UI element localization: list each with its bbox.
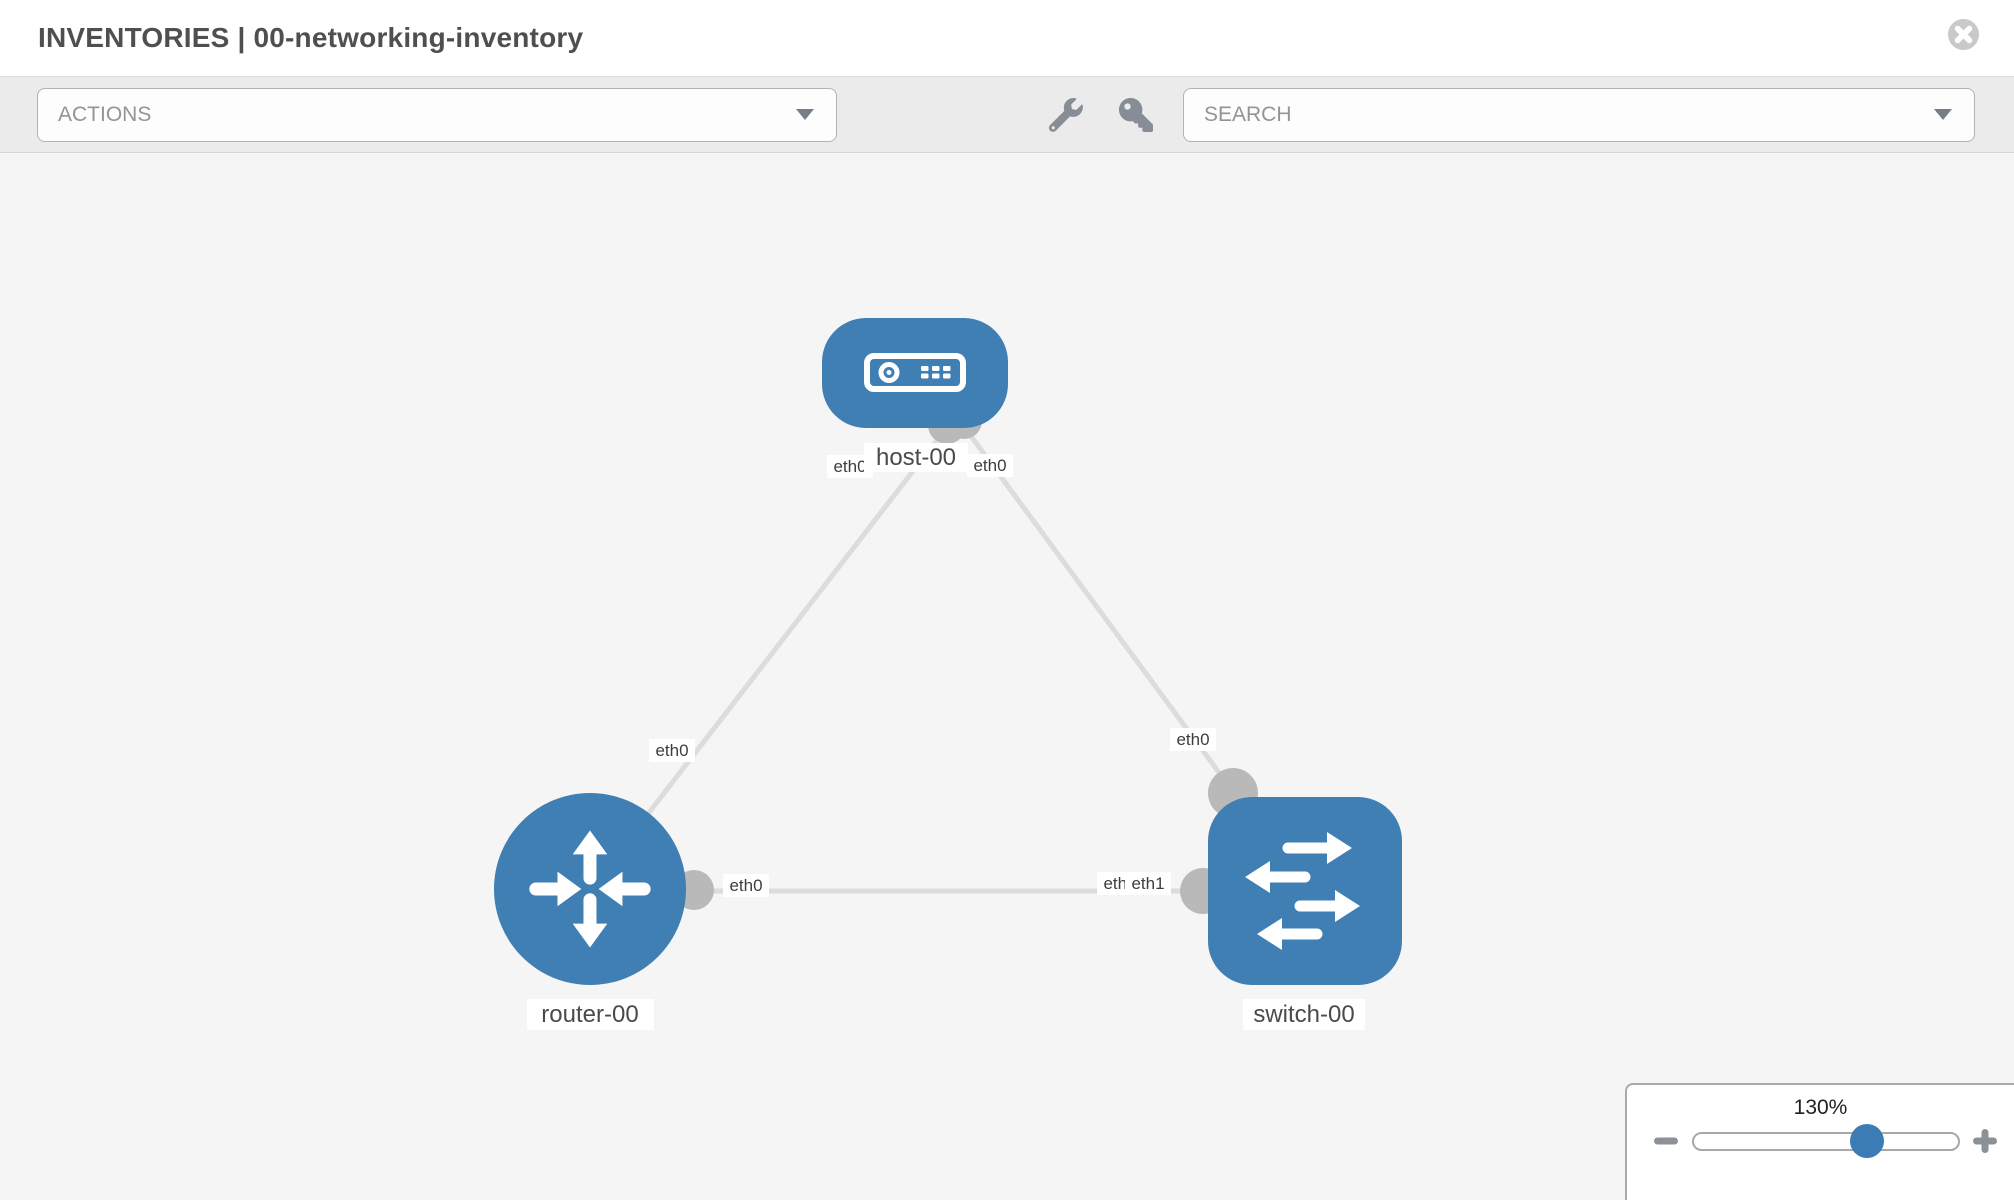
zoom-level-value: 130% <box>1793 1096 1848 1119</box>
svg-text:eth0: eth0 <box>655 741 688 760</box>
chevron-down-icon <box>796 109 814 120</box>
node-host[interactable] <box>822 318 1008 428</box>
node-label-switch: switch-00 <box>1243 999 1365 1030</box>
zoom-out-button[interactable] <box>1654 1137 1678 1145</box>
key-icon <box>1119 97 1153 132</box>
router-icon <box>529 830 651 948</box>
switch-icon <box>1245 832 1360 950</box>
svg-text:eth0: eth0 <box>973 456 1006 475</box>
svg-text:router-00: router-00 <box>541 1001 638 1028</box>
svg-text:eth0: eth0 <box>1176 730 1209 749</box>
chevron-down-icon <box>1934 109 1952 120</box>
search-dropdown[interactable]: SEARCH <box>1183 87 1975 142</box>
topology-links <box>588 422 1271 894</box>
zoom-slider-track[interactable] <box>1692 1123 1960 1158</box>
svg-text:eth0: eth0 <box>729 876 762 895</box>
actions-dropdown[interactable]: ACTIONS <box>37 87 837 142</box>
interface-label: eth1 <box>1125 872 1171 895</box>
link-host-switch[interactable] <box>959 422 1271 841</box>
plus-icon <box>1973 1129 1997 1153</box>
zoom-in-button[interactable] <box>1973 1129 1997 1153</box>
link-host-router[interactable] <box>588 425 949 891</box>
configure-button[interactable] <box>1049 97 1083 132</box>
topology-labels: eth0 host-00 eth0 eth0 eth0 eth0 <box>527 443 1365 1030</box>
node-label-host: host-00 <box>864 443 968 472</box>
page-title: INVENTORIES | 00-networking-inventory <box>38 22 584 53</box>
close-icon <box>1947 18 1980 54</box>
topology-canvas[interactable]: eth0 host-00 eth0 eth0 eth0 eth0 <box>0 153 2014 1200</box>
node-label-router: router-00 <box>527 999 654 1030</box>
credentials-button[interactable] <box>1119 97 1153 132</box>
actions-dropdown-label: ACTIONS <box>58 102 152 126</box>
interface-label: eth0 <box>1170 728 1216 751</box>
node-switch[interactable] <box>1208 797 1402 985</box>
wrench-icon <box>1049 97 1083 132</box>
toolbar: ACTIONS SEARCH <box>0 77 2014 153</box>
svg-text:switch-00: switch-00 <box>1253 1001 1354 1028</box>
svg-text:eth0: eth0 <box>833 457 866 476</box>
interface-label: eth0 <box>649 739 695 762</box>
interface-label: eth0 <box>827 455 873 478</box>
zoom-slider-handle[interactable] <box>1850 1123 1884 1158</box>
zoom-control-panel: 130% <box>1625 1083 2014 1200</box>
interface-ports <box>674 403 1258 914</box>
search-dropdown-label: SEARCH <box>1204 102 1292 126</box>
interface-label: eth0 <box>723 874 769 897</box>
minus-icon <box>1654 1137 1678 1145</box>
svg-text:eth1: eth1 <box>1131 874 1164 893</box>
title-bar: INVENTORIES | 00-networking-inventory <box>0 0 2014 77</box>
interface-label: eth0 <box>967 454 1013 477</box>
close-button[interactable] <box>1947 18 1980 51</box>
host-icon <box>864 353 966 392</box>
svg-text:host-00: host-00 <box>876 444 956 471</box>
node-router[interactable] <box>494 793 686 985</box>
